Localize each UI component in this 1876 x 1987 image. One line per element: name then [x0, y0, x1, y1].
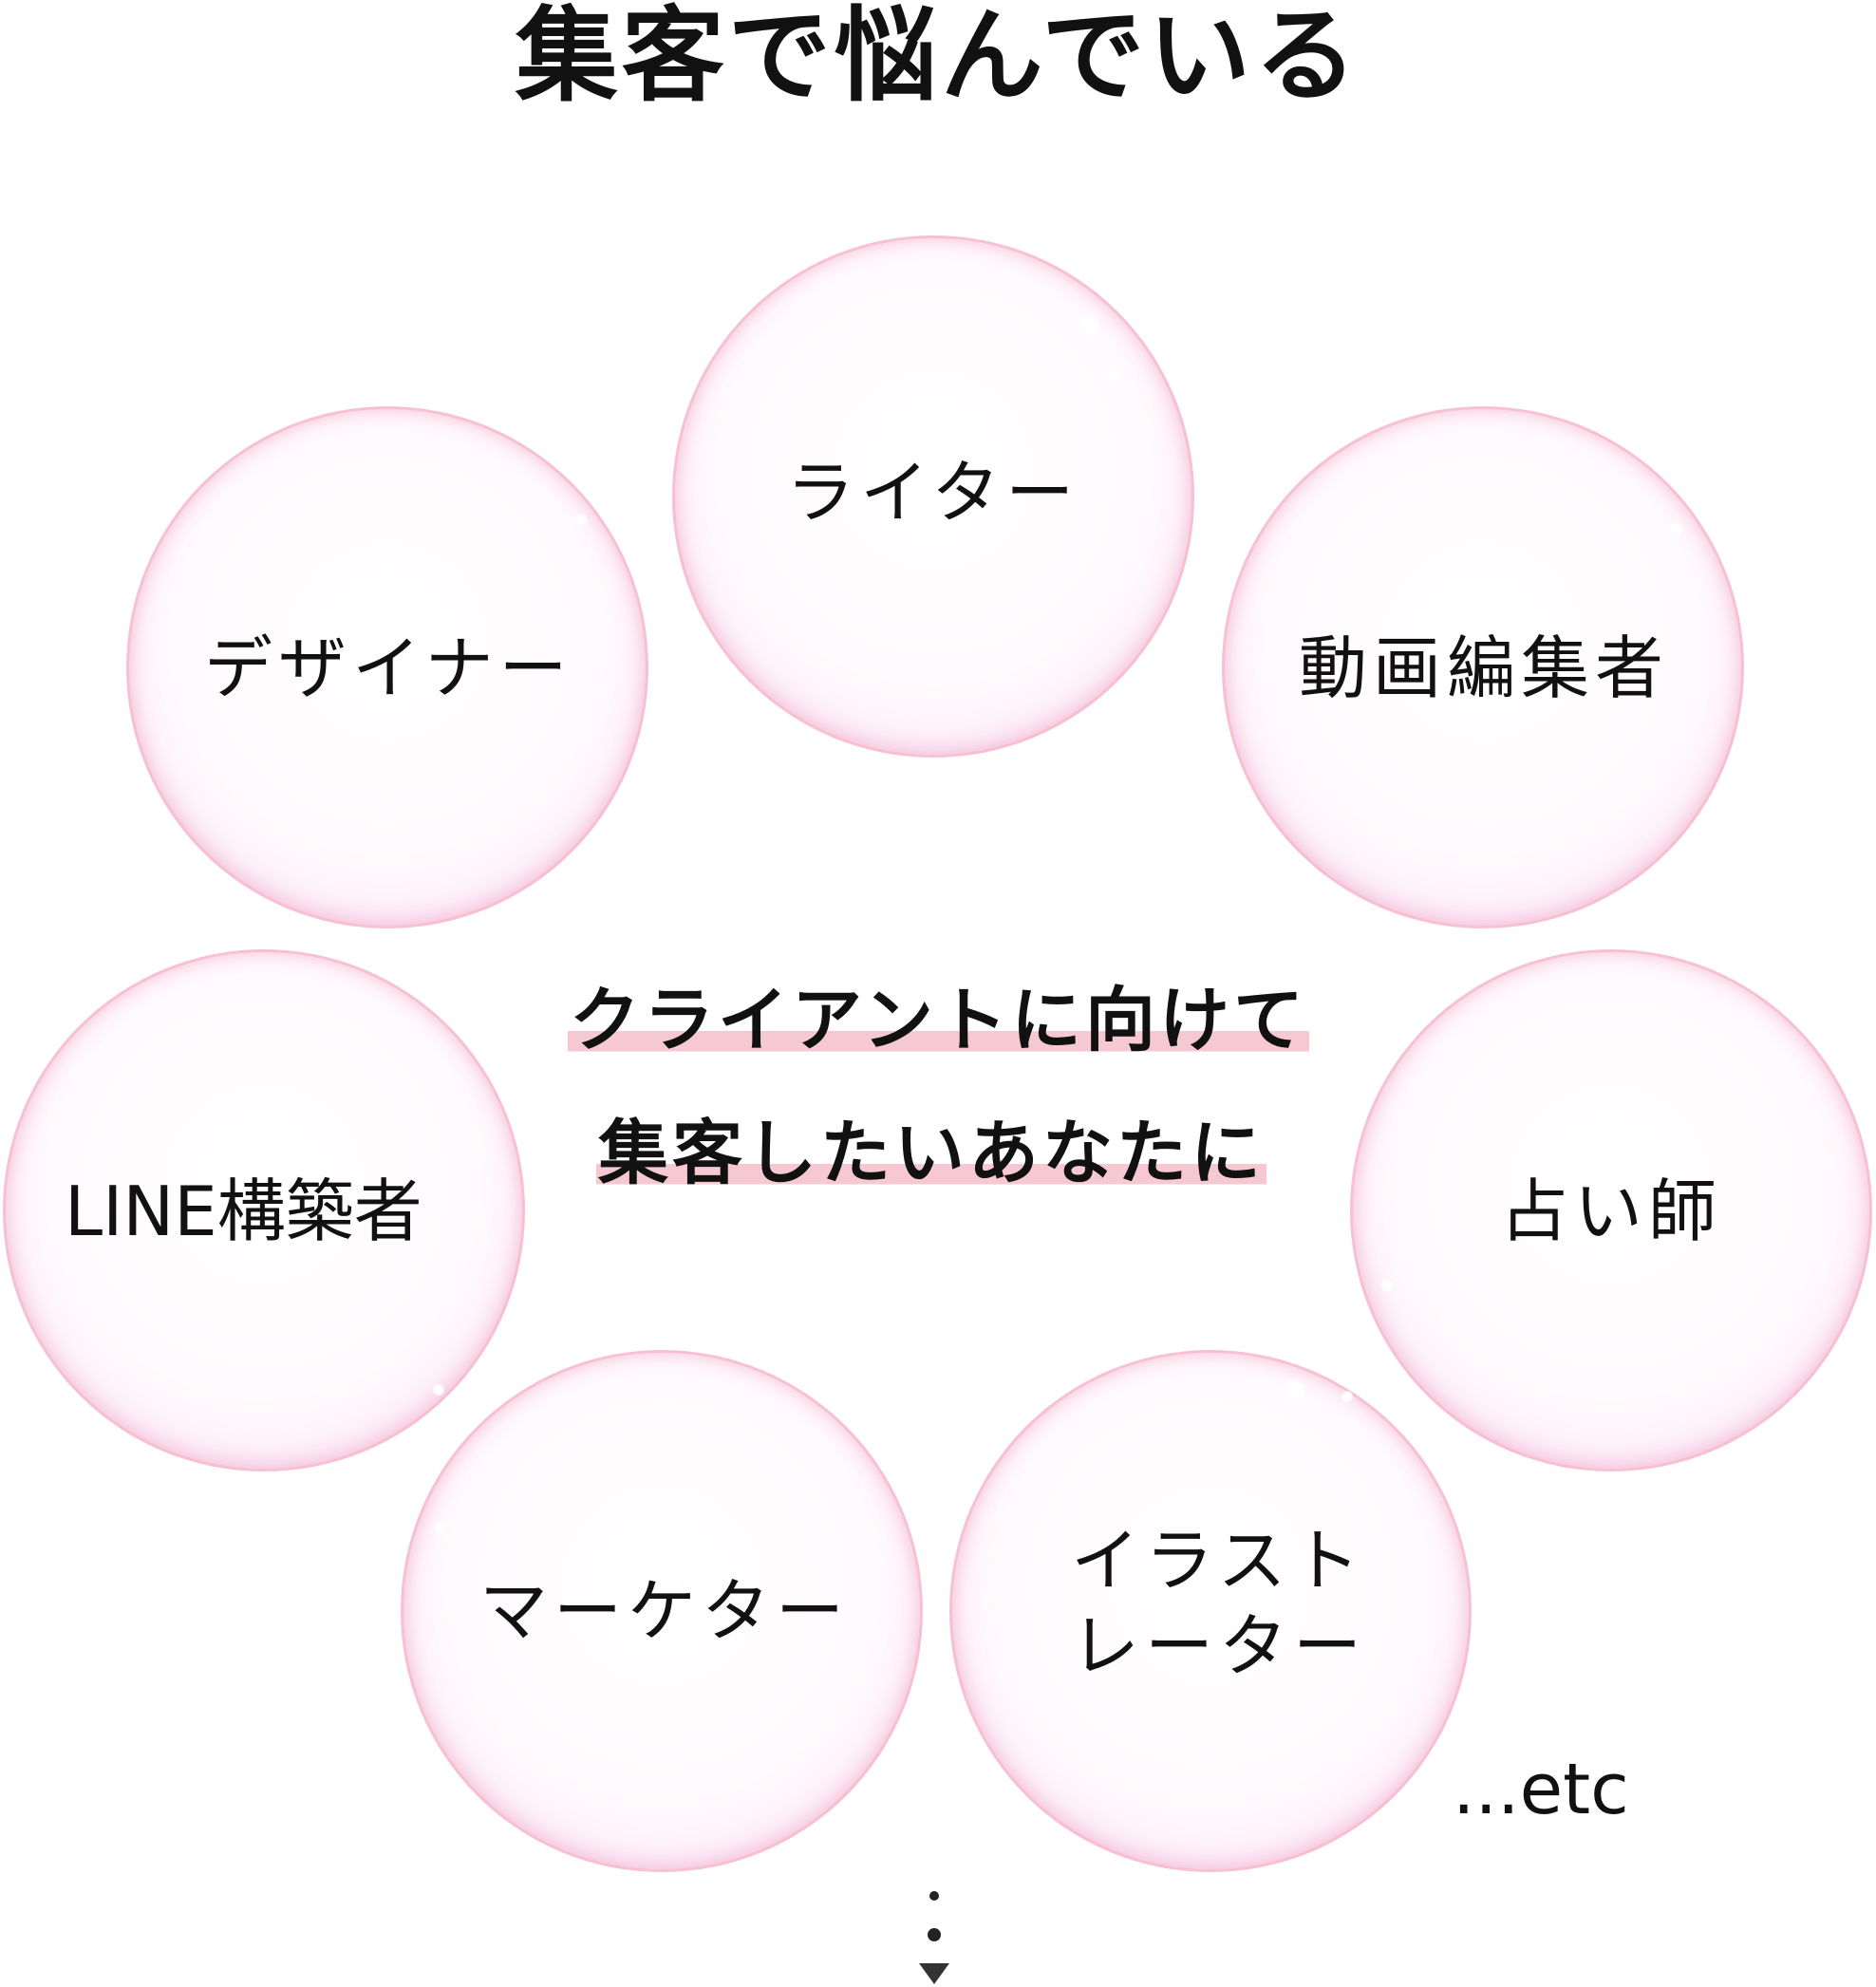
- bubble-illustrator: [949, 1350, 1472, 1872]
- bubble-label-illustrator-line2: レーター: [1071, 1606, 1368, 1686]
- bubble-line-builder: [3, 949, 525, 1472]
- bubble-label-designer: デザイナー: [204, 628, 573, 708]
- bubble-writer: [672, 235, 1194, 758]
- bubble-highlight: [1381, 1280, 1393, 1291]
- center-message-line2: 集客したいあなたに: [596, 1111, 1266, 1196]
- bubble-highlight: [433, 1384, 444, 1396]
- bubble-label-line-builder: LINE構築者: [65, 1172, 422, 1251]
- bubble-designer: [126, 406, 648, 928]
- bubble-label-illustrator-line1: イラスト: [1071, 1521, 1366, 1601]
- bubble-video-editor: [1222, 406, 1744, 928]
- page-title: 集客で悩んでいる: [515, 0, 1361, 116]
- etc-text: ...etc: [1453, 1749, 1629, 1830]
- bubble-marketer: [401, 1350, 923, 1872]
- bubble-highlight: [1079, 314, 1099, 335]
- bubble-highlight: [434, 1522, 445, 1533]
- bubble-label-marketer: マーケター: [479, 1571, 851, 1651]
- scroll-dot: [929, 1891, 939, 1901]
- scroll-dot: [928, 1928, 941, 1941]
- down-arrow-icon: [919, 1963, 949, 1984]
- center-message-line1: クライアントに向けて: [568, 978, 1310, 1063]
- bubble-highlight: [1671, 523, 1682, 534]
- bubble-label-video-editor: 動画編集者: [1299, 628, 1670, 708]
- bubble-highlight: [1341, 1391, 1353, 1402]
- bubble-fortune-teller: [1350, 949, 1872, 1472]
- bubble-highlight: [1107, 371, 1118, 383]
- bubble-highlight: [1285, 1379, 1305, 1400]
- bubble-label-fortune-teller: 占い師: [1500, 1172, 1723, 1251]
- bubble-label-writer: ライター: [786, 453, 1080, 533]
- bubble-highlight: [575, 514, 587, 525]
